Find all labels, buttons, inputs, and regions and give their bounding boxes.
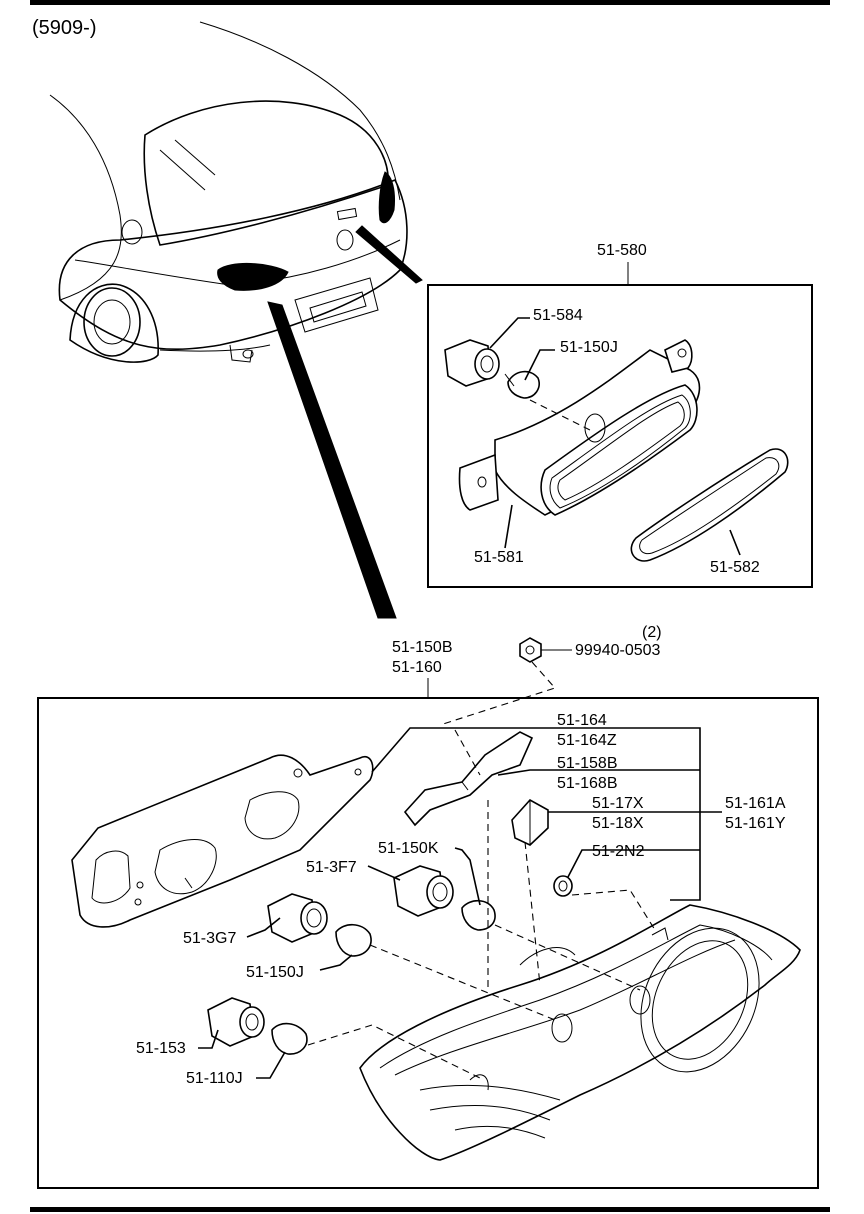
lamp-lens-gasket xyxy=(630,448,789,562)
label-51-161A: 51-161A xyxy=(725,795,786,812)
bulb-51-150J-top xyxy=(504,370,540,399)
gasket-51-164 xyxy=(71,754,374,928)
label-51-582: 51-582 xyxy=(710,559,760,576)
label-51-3F7: 51-3F7 xyxy=(306,859,357,876)
bulb-51-150J-bottom xyxy=(335,923,372,957)
rear-combination-lamp-housing xyxy=(359,904,801,1161)
bulb-51-150K xyxy=(461,899,496,931)
socket-51-584 xyxy=(444,339,500,387)
label-51-164Z: 51-164Z xyxy=(557,732,617,749)
socket-51-3G7 xyxy=(267,893,328,943)
label-51-161Y: 51-161Y xyxy=(725,815,786,832)
label-51-164: 51-164 xyxy=(557,712,607,729)
bottom-rule xyxy=(30,1207,830,1212)
grommet-51-2N2 xyxy=(553,875,573,897)
label-51-2N2: 51-2N2 xyxy=(592,843,645,860)
car-rear-illustration xyxy=(49,21,423,619)
bulb-51-110J xyxy=(271,1022,308,1055)
socket-51-3F7 xyxy=(393,865,454,917)
label-51-581: 51-581 xyxy=(474,549,524,566)
socket-51-153 xyxy=(207,997,265,1047)
label-51-17X: 51-17X xyxy=(592,795,644,812)
bracket-51-158B xyxy=(403,731,534,827)
top-rule xyxy=(30,0,830,5)
label-51-158B: 51-158B xyxy=(557,755,618,772)
label-51-150K: 51-150K xyxy=(378,840,439,857)
lower-assembly-box xyxy=(37,697,819,1189)
label-99940-0503: 99940-0503 xyxy=(575,642,661,659)
upper-assembly-box xyxy=(427,284,813,588)
label-51-584: 51-584 xyxy=(533,307,583,324)
label-51-110J: 51-110J xyxy=(186,1070,243,1087)
nut-99940-0503 xyxy=(519,637,542,663)
label-51-150B: 51-150B xyxy=(392,639,453,656)
high-mount-lamp-body xyxy=(458,339,701,516)
label-51-153: 51-153 xyxy=(136,1040,186,1057)
label-51-3G7: 51-3G7 xyxy=(183,930,236,947)
label-51-168B: 51-168B xyxy=(557,775,618,792)
model-code: (5909-) xyxy=(32,17,96,39)
label-qty-2: (2) xyxy=(642,624,662,641)
label-51-580: 51-580 xyxy=(597,242,647,259)
label-51-150J-top: 51-150J xyxy=(560,339,618,356)
label-51-18X: 51-18X xyxy=(592,815,644,832)
label-51-160: 51-160 xyxy=(392,659,442,676)
side-marker-51-17X xyxy=(511,798,549,846)
label-51-150J-bottom: 51-150J xyxy=(246,964,304,981)
